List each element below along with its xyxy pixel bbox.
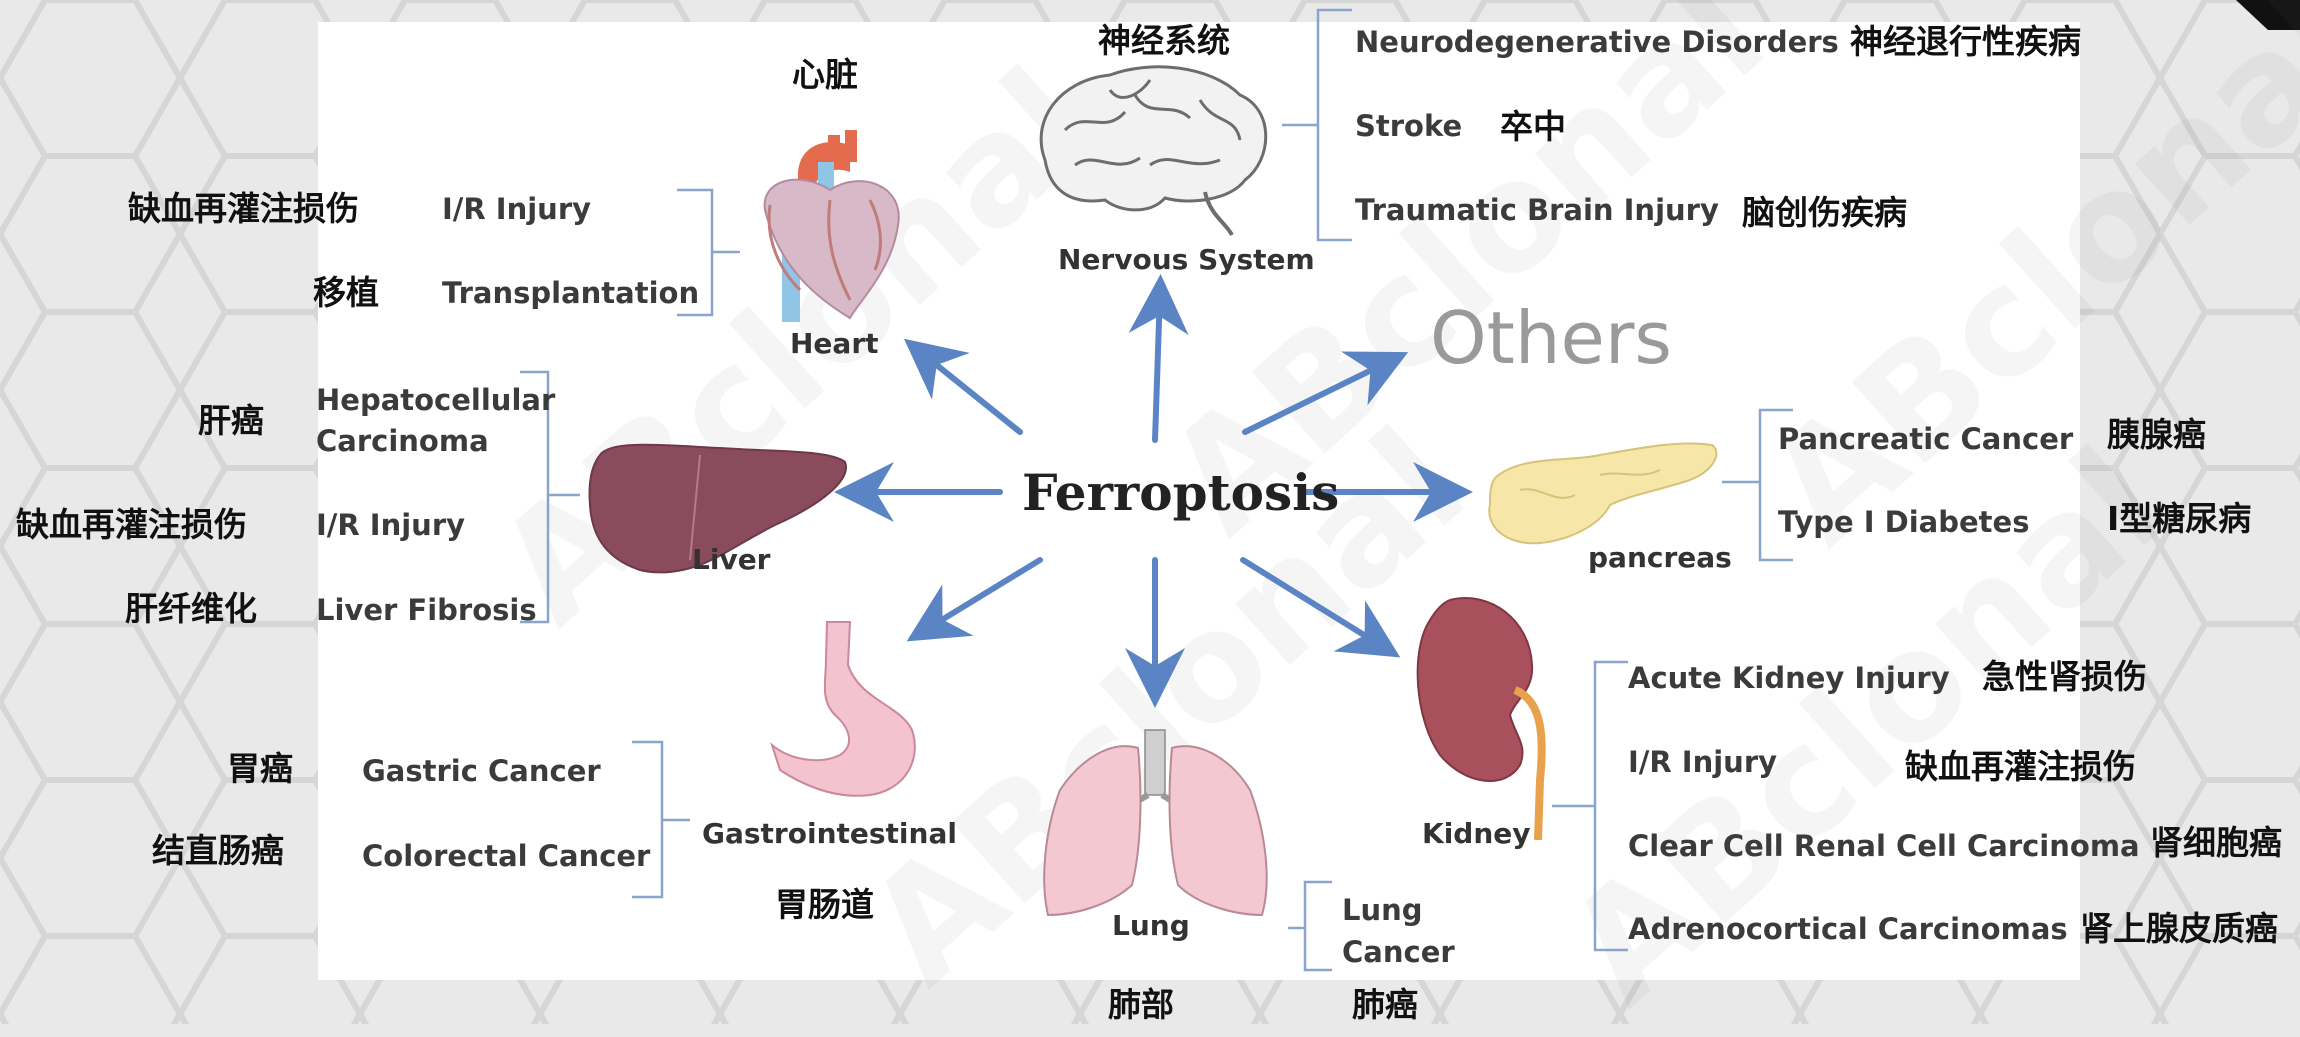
lung-label: Lung xyxy=(1112,912,1190,940)
kidney-illustration xyxy=(1418,598,1542,840)
heart-item-zh: 移植 xyxy=(313,276,379,309)
liver-item-en: Hepatocellular xyxy=(316,386,555,415)
heart-label: Heart xyxy=(790,330,879,358)
heart-item-en: Transplantation xyxy=(442,279,699,308)
liver-item-zh: 缺血再灌注损伤 xyxy=(16,508,247,541)
bracket-kidney xyxy=(1552,662,1628,950)
pancreas-item-zh: 胰腺癌 xyxy=(2107,418,2206,451)
kidney-item-zh: 肾上腺皮质癌 xyxy=(2080,912,2278,945)
gastro-label: Gastrointestinal xyxy=(702,820,957,848)
arrow-gastro xyxy=(922,560,1040,632)
kidney-item-zh: 缺血再灌注损伤 xyxy=(1905,750,2136,783)
gastro-item-zh: 胃癌 xyxy=(227,752,293,785)
pancreas-illustration xyxy=(1489,443,1716,543)
ferroptosis-title: Ferroptosis xyxy=(1022,468,1339,518)
kidney-item-en: Clear Cell Renal Cell Carcinoma xyxy=(1628,832,2140,861)
bracket-nervous xyxy=(1282,10,1352,240)
gastro-zh-label: 胃肠道 xyxy=(775,888,874,921)
nervous-item-en: Neurodegenerative Disorders xyxy=(1355,28,1839,57)
brain-illustration xyxy=(1041,67,1266,235)
stomach-illustration xyxy=(772,622,915,796)
heart-zh-label: 心脏 xyxy=(792,58,858,91)
nervous-item-zh: 卒中 xyxy=(1500,110,1566,143)
arrow-kidney xyxy=(1243,560,1385,648)
kidney-item-en: Adrenocortical Carcinomas xyxy=(1628,915,2068,944)
heart-item-en: I/R Injury xyxy=(442,195,591,224)
gastro-item-en: Colorectal Cancer xyxy=(362,842,650,871)
liver-item-en-line2: Carcinoma xyxy=(316,427,489,456)
pancreas-item-en: Type Ⅰ Diabetes xyxy=(1778,508,2029,537)
lung-zh-label: 肺部 xyxy=(1108,988,1174,1021)
nervous-item-en: Traumatic Brain Injury xyxy=(1355,196,1719,225)
bracket-gastro xyxy=(632,742,690,897)
liver-item-en: I/R Injury xyxy=(316,511,465,540)
gastro-item-en: Gastric Cancer xyxy=(362,757,601,786)
pancreas-item-zh: I型糖尿病 xyxy=(2107,502,2251,535)
heart-item-zh: 缺血再灌注损伤 xyxy=(128,192,359,225)
nervous-label: Nervous System xyxy=(1058,246,1315,274)
liver-item-zh: 肝纤维化 xyxy=(125,592,257,625)
others-label: Others xyxy=(1430,302,1672,374)
kidney-item-en: Acute Kidney Injury xyxy=(1628,664,1950,693)
gastro-item-zh: 结直肠癌 xyxy=(152,834,284,867)
kidney-item-zh: 急性肾损伤 xyxy=(1982,660,2147,693)
liver-item-zh: 肝癌 xyxy=(198,404,264,437)
nervous-zh-label: 神经系统 xyxy=(1098,24,1230,57)
kidney-item-zh: 肾细胞癌 xyxy=(2150,826,2282,859)
arrow-others xyxy=(1245,360,1392,432)
kidney-item-en: I/R Injury xyxy=(1628,748,1777,777)
pancreas-item-en: Pancreatic Cancer xyxy=(1778,425,2073,454)
lung-item-zh: 肺癌 xyxy=(1352,988,1418,1021)
lung-item-en-line2: Cancer xyxy=(1342,938,1455,967)
lungs-illustration xyxy=(1044,730,1266,915)
arrow-heart xyxy=(918,350,1020,432)
nervous-item-zh: 神经退行性疾病 xyxy=(1850,25,2081,58)
heart-illustration xyxy=(765,130,899,322)
nervous-item-en: Stroke xyxy=(1355,112,1462,141)
lung-item-en: Lung xyxy=(1342,896,1423,925)
nervous-item-zh: 脑创伤疾病 xyxy=(1742,196,1907,229)
pancreas-label: pancreas xyxy=(1588,544,1732,572)
bracket-lung xyxy=(1288,882,1332,970)
kidney-label: Kidney xyxy=(1422,820,1531,848)
liver-item-en: Liver Fibrosis xyxy=(316,596,537,625)
liver-label: Liver xyxy=(692,546,771,574)
arrow-nervous xyxy=(1155,292,1160,440)
